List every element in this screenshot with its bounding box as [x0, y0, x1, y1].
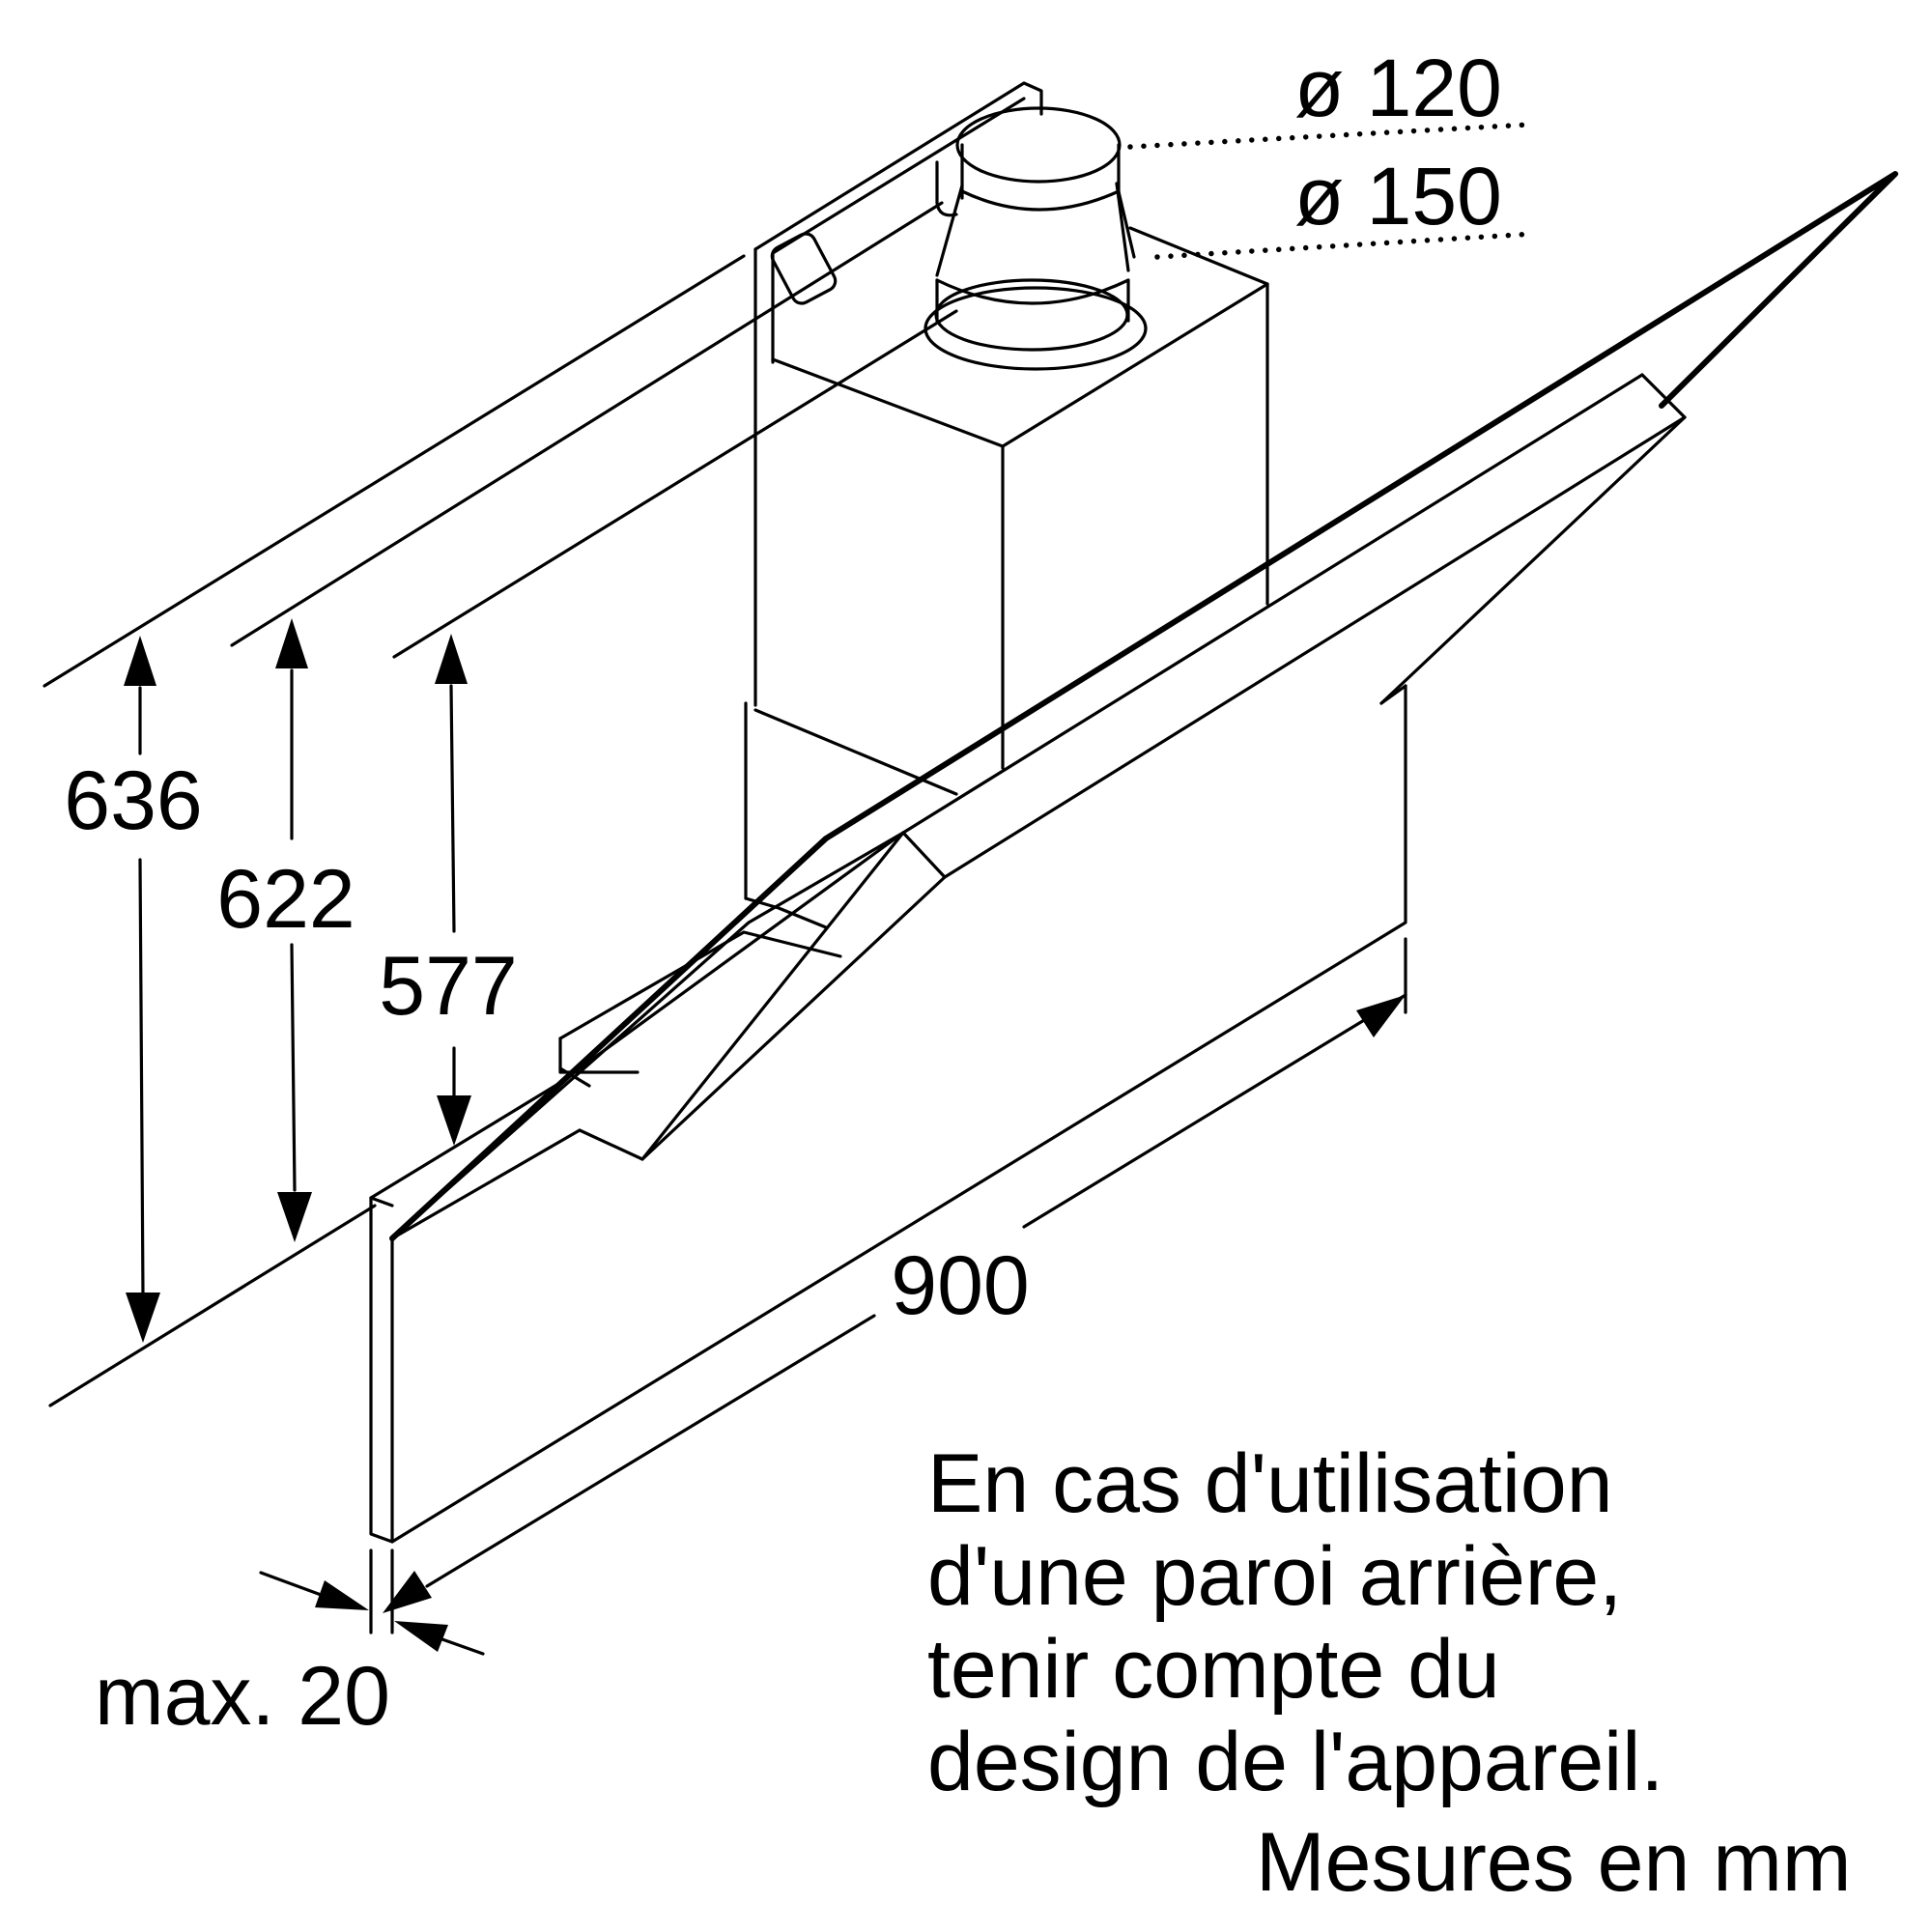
- glass-canopy: [369, 171, 1898, 1241]
- diameter-label-120: ø 120: [1294, 43, 1502, 133]
- dimension-height-636: 636: [64, 636, 203, 1343]
- units-label: Mesures en mm: [1256, 1816, 1852, 1909]
- note-line-1: En cas d'utilisation: [927, 1437, 1613, 1530]
- wall-reference-lines: [43, 201, 958, 1407]
- duct-connector: [923, 106, 1148, 371]
- dimension-label-900: 900: [891, 1239, 1030, 1332]
- dimension-height-622: 622: [216, 618, 355, 1242]
- dimension-width-900: 900: [383, 937, 1407, 1613]
- chimney-cover: [753, 226, 1269, 796]
- installation-note: En cas d'utilisation d'une paroi arrière…: [927, 1437, 1663, 1808]
- note-line-4: design de l'appareil.: [927, 1716, 1664, 1808]
- dimension-max-20: max. 20: [95, 1548, 485, 1743]
- diameter-label-150: ø 150: [1294, 151, 1502, 242]
- dimension-height-577: 577: [379, 634, 518, 1146]
- dimension-label-622: 622: [216, 853, 355, 946]
- dimension-label-636: 636: [64, 754, 203, 847]
- note-line-2: d'une paroi arrière,: [927, 1530, 1623, 1623]
- dimension-label-max-20: max. 20: [95, 1650, 390, 1743]
- duct-diameter-callouts: ø 120 ø 150: [1127, 43, 1537, 260]
- dimension-label-577: 577: [379, 940, 518, 1033]
- hood-body: [369, 684, 1407, 1544]
- note-line-3: tenir compte du: [927, 1623, 1500, 1716]
